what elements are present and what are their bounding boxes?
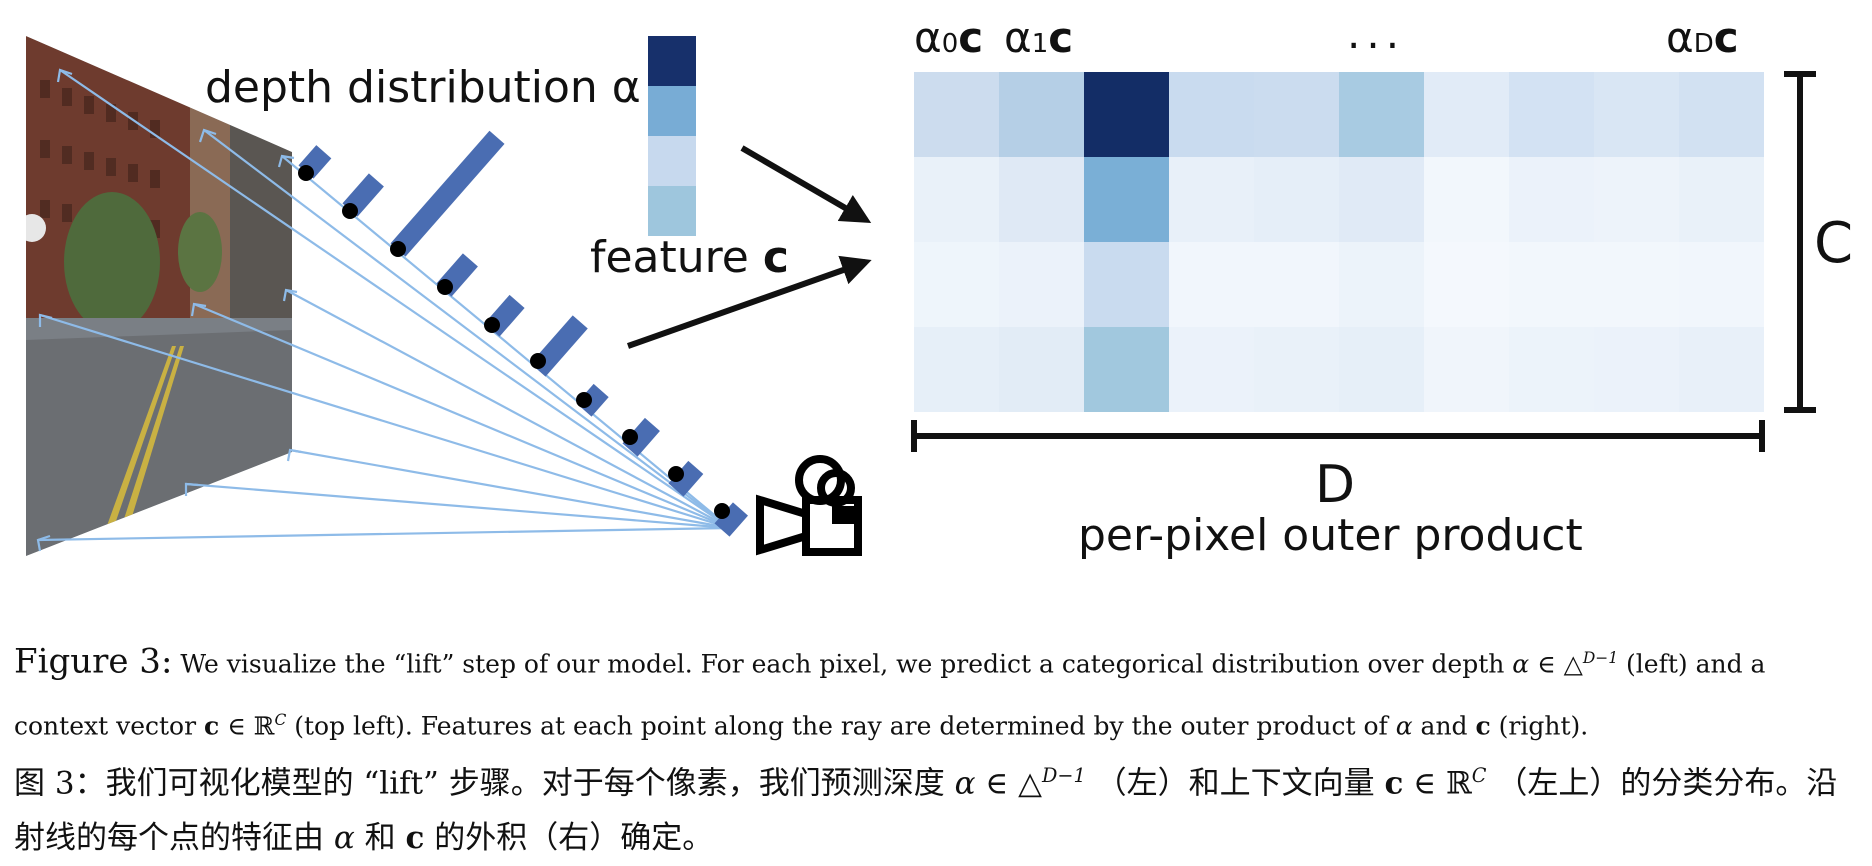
depth-bar [714,502,748,537]
grid-cell [1594,242,1679,327]
column-label-alpha1c: α1c [1004,13,1073,62]
alpha-swatch-cell [648,36,696,86]
feature-label: feature c [590,232,789,283]
grid-cell [1509,327,1594,412]
ray-arrowhead [286,448,302,462]
grid-cell [1254,157,1339,242]
depth-bar [622,417,660,457]
grid-cell [1339,242,1424,327]
depth-point [668,466,684,482]
grid-cell [1254,72,1339,157]
grid-cell [1084,157,1169,242]
grid-cell [1509,242,1594,327]
figure-caption-en: Figure 3: We visualize the “lift” step o… [14,641,1766,741]
grid-cell [999,242,1084,327]
depth-point [622,429,638,445]
grid-cell [1679,327,1764,412]
ray [285,289,731,529]
grid-cell [1509,72,1594,157]
grid-cell [1679,72,1764,157]
alpha-swatch-cell [648,136,696,186]
grid-cell [1594,327,1679,412]
lift-step-figure: depth distribution α feature c α0c α1c .… [26,9,1853,561]
grid-cell [1594,157,1679,242]
alpha-swatch-cell [648,186,696,236]
alpha-swatch-cell [648,86,696,136]
ray-arrowhead [190,302,207,317]
camera-icon [756,455,862,556]
grid-cell [914,157,999,242]
ray-arrowhead [198,128,217,143]
grid-cell [1169,157,1254,242]
depth-bar [668,460,704,497]
grid-cell [999,157,1084,242]
grid-cell [1424,242,1509,327]
grid-cell [914,327,999,412]
alpha-color-swatch [648,36,696,236]
grid-cell [1084,72,1169,157]
grid-cell [1339,157,1424,242]
depth-point [437,279,453,295]
grid-cell [999,327,1084,412]
grid-cell [1594,72,1679,157]
ray [281,155,731,529]
ray [37,526,731,542]
camera-rays [36,68,731,552]
grid-cell [1424,327,1509,412]
depth-bar [576,383,609,417]
ray-arrowhead [38,313,53,327]
depth-point [298,165,314,181]
ray [185,482,731,530]
depth-point [342,203,358,219]
column-label-ellipsis: ... [1347,9,1405,58]
grid-cell [914,72,999,157]
ray-arrowhead [36,534,51,552]
d-axis-bracket [911,420,1765,452]
arrow-into-product [740,145,872,224]
grid-cell [1169,327,1254,412]
grid-cell [1509,157,1594,242]
depth-points [298,165,730,519]
depth-bar [390,130,505,257]
depth-point [714,503,730,519]
column-label-alpha0c: α0c [914,13,983,62]
c-axis-bracket [1784,71,1816,413]
grid-cell [1424,157,1509,242]
grid-cell [999,72,1084,157]
grid-cell [1254,327,1339,412]
depth-point [484,317,500,333]
grid-cell [1679,242,1764,327]
grid-cell [1254,242,1339,327]
axis-label-c: C [1814,211,1853,276]
ray [203,129,731,529]
grid-cell [1084,242,1169,327]
ray [59,69,731,529]
figure-number: Figure 3: [14,641,173,682]
grid-cell [1339,72,1424,157]
grid-cell [1084,327,1169,412]
depth-point [390,241,406,257]
ray [193,302,731,530]
grid-cell [914,242,999,327]
ray [39,313,731,530]
axis-label-d: D [1315,455,1355,515]
grid-cell [1424,72,1509,157]
grid-cell [1169,242,1254,327]
ray-arrowhead [277,154,295,168]
arrow-into-product [627,255,872,349]
ray [289,448,731,530]
depth-point [576,392,592,408]
outer-product-label: per-pixel outer product [1078,510,1583,561]
depth-distribution-label: depth distribution α [205,62,641,113]
ray-arrowhead [184,482,199,496]
ray-arrowhead [282,288,298,302]
outer-product-grid [914,72,1764,412]
figure-caption-zh: 图 3：我们可视化模型的 “lift” 步骤。对于每个像素，我们预测深度 α ∈… [14,764,1838,857]
grid-cell [1679,157,1764,242]
grid-cell [1169,72,1254,157]
column-label-alphaDc: αDc [1666,13,1739,62]
grid-cell [1339,327,1424,412]
depth-point [530,353,546,369]
ray-arrowhead [56,68,73,83]
